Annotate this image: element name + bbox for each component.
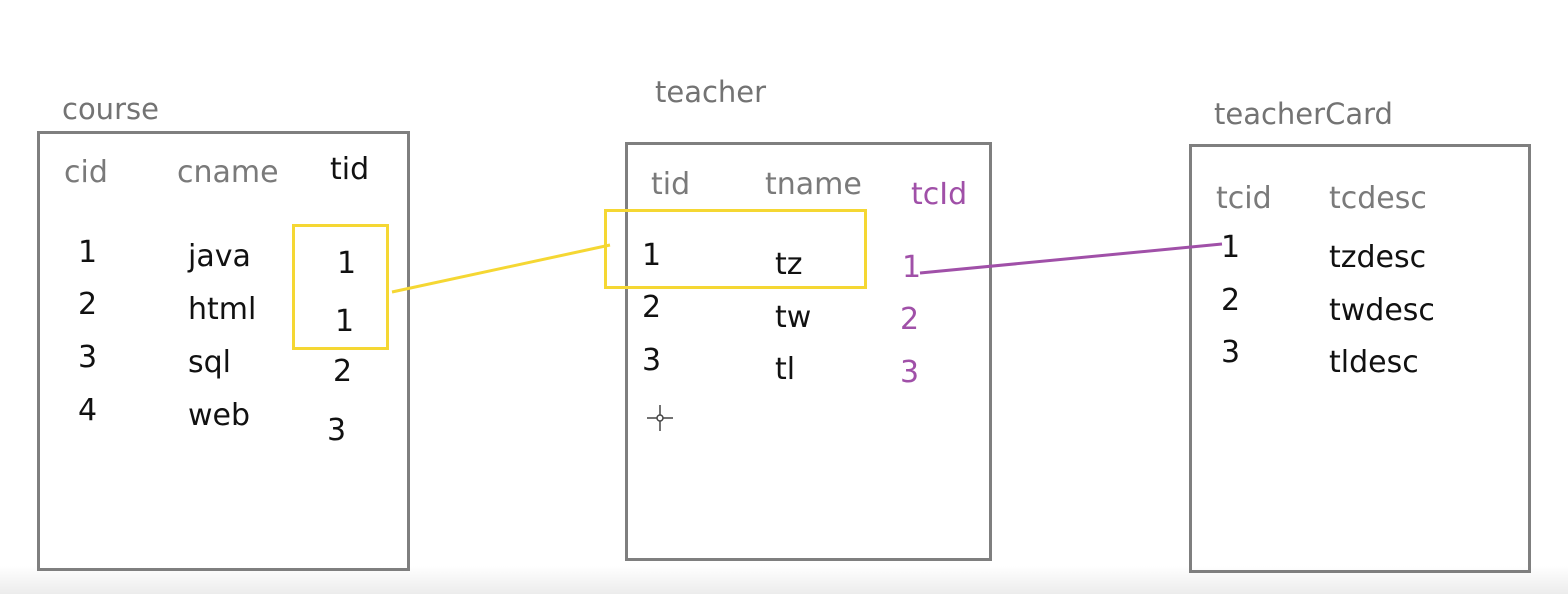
- teachercard-header-tcid: tcid: [1216, 181, 1272, 216]
- teacher-cell-tname: tl: [775, 352, 796, 387]
- crosshair-cursor-icon: [647, 405, 673, 431]
- course-cell-cname: web: [188, 398, 251, 433]
- course-cell-cname: java: [188, 239, 251, 274]
- course-cell-cid: 3: [78, 340, 98, 375]
- teachercard-cell-tcid: 1: [1221, 230, 1241, 265]
- teachercard-cell-tcdesc: tldesc: [1329, 345, 1419, 380]
- course-tid-highlight: [292, 224, 389, 350]
- course-header-tid: tid: [330, 152, 370, 187]
- teacher-cell-tname: tz: [775, 247, 803, 282]
- course-cell-cid: 4: [78, 393, 98, 428]
- teachercard-cell-tcid: 2: [1221, 283, 1241, 318]
- teacher-header-tname: tname: [765, 167, 862, 202]
- course-cell-cid: 1: [78, 235, 98, 270]
- course-cell-cname: sql: [188, 345, 232, 380]
- course-cell-cid: 2: [78, 287, 98, 322]
- course-cell-tid: 3: [327, 413, 347, 448]
- teachercard-cell-tcdesc: twdesc: [1329, 293, 1435, 328]
- teacher-table: [625, 142, 992, 561]
- course-table-title: course: [62, 92, 159, 126]
- teacher-cell-tcid: 1: [902, 250, 922, 285]
- teachercard-header-tcdesc: tcdesc: [1329, 181, 1427, 216]
- course-cell-cname: html: [188, 292, 257, 327]
- teacher-cell-tid: 3: [642, 343, 662, 378]
- course-header-cname: cname: [177, 155, 279, 190]
- teacher-cell-tid: 2: [642, 290, 662, 325]
- teacher-header-tcid: tcId: [911, 177, 968, 212]
- teacher-header-tid: tid: [651, 167, 691, 202]
- teacher-teachercard-link: [919, 242, 1223, 275]
- course-teacher-link: [391, 243, 611, 294]
- teachercard-table: [1189, 144, 1531, 573]
- course-table: [37, 131, 410, 571]
- teachercard-cell-tcid: 3: [1221, 335, 1241, 370]
- teachercard-table-title: teacherCard: [1214, 97, 1393, 131]
- course-header-cid: cid: [64, 155, 108, 190]
- course-cell-tid: 1: [335, 304, 355, 339]
- teacher-row-highlight: [604, 209, 867, 289]
- teacher-cell-tcid: 2: [900, 302, 920, 337]
- teacher-cell-tcid: 3: [900, 355, 920, 390]
- teachercard-cell-tcdesc: tzdesc: [1329, 240, 1427, 275]
- course-cell-tid: 2: [333, 354, 353, 389]
- teacher-cell-tname: tw: [775, 300, 812, 335]
- course-cell-tid: 1: [337, 246, 357, 281]
- teacher-table-title: teacher: [655, 75, 767, 109]
- teacher-cell-tid: 1: [642, 238, 662, 273]
